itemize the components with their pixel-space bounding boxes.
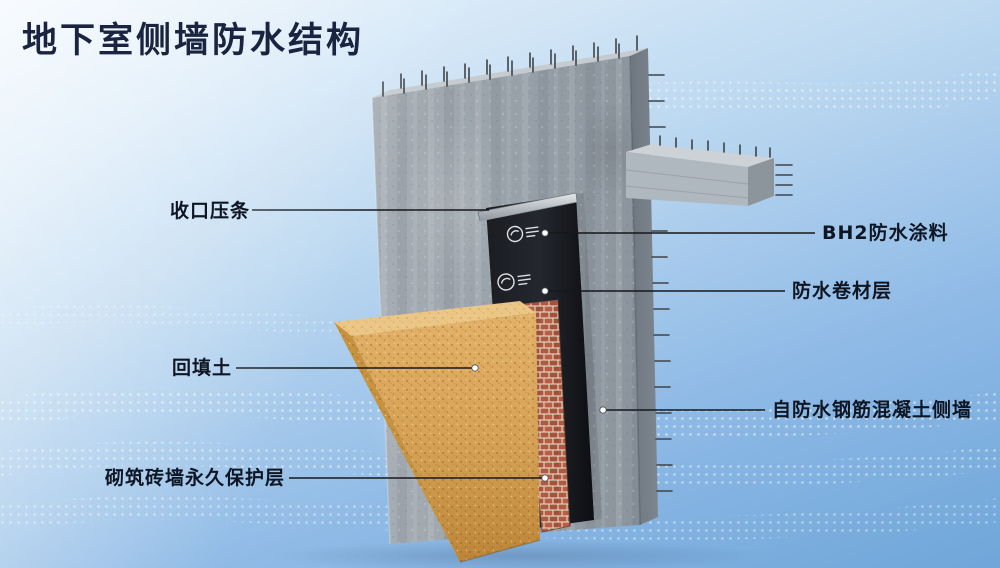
anchor-dot-bh2-coating — [541, 229, 549, 237]
leader-lines — [236, 209, 815, 479]
leader-dots — [471, 229, 607, 482]
label-brick-protection: 砌筑砖墙永久保护层 — [104, 467, 285, 489]
closure-strip — [477, 192, 578, 222]
anchor-dot-brick-protection — [541, 474, 549, 482]
anchor-dot-backfill — [471, 364, 479, 372]
membrane-logo — [497, 273, 531, 291]
wall-rebar — [382, 35, 673, 492]
backfill-soil-block — [334, 301, 541, 563]
label-concrete-side-wall: 自防水钢筋混凝土侧墙 — [772, 399, 973, 421]
page-title: 地下室侧墙防水结构 — [22, 21, 365, 61]
ground-shadow — [270, 540, 770, 568]
label-bh2-coating: BH2防水涂料 — [822, 222, 949, 244]
label-backfill-soil: 回填土 — [171, 357, 232, 379]
label-membrane-layer: 防水卷材层 — [792, 280, 893, 302]
slab-rebar — [659, 135, 793, 196]
anchor-dot-membrane-layer — [541, 287, 549, 295]
membrane-logo — [506, 225, 539, 243]
label-closure-strip: 收口压条 — [169, 200, 250, 222]
anchor-dot-concrete-wall — [599, 406, 607, 414]
floor-slab-3d — [625, 135, 793, 206]
